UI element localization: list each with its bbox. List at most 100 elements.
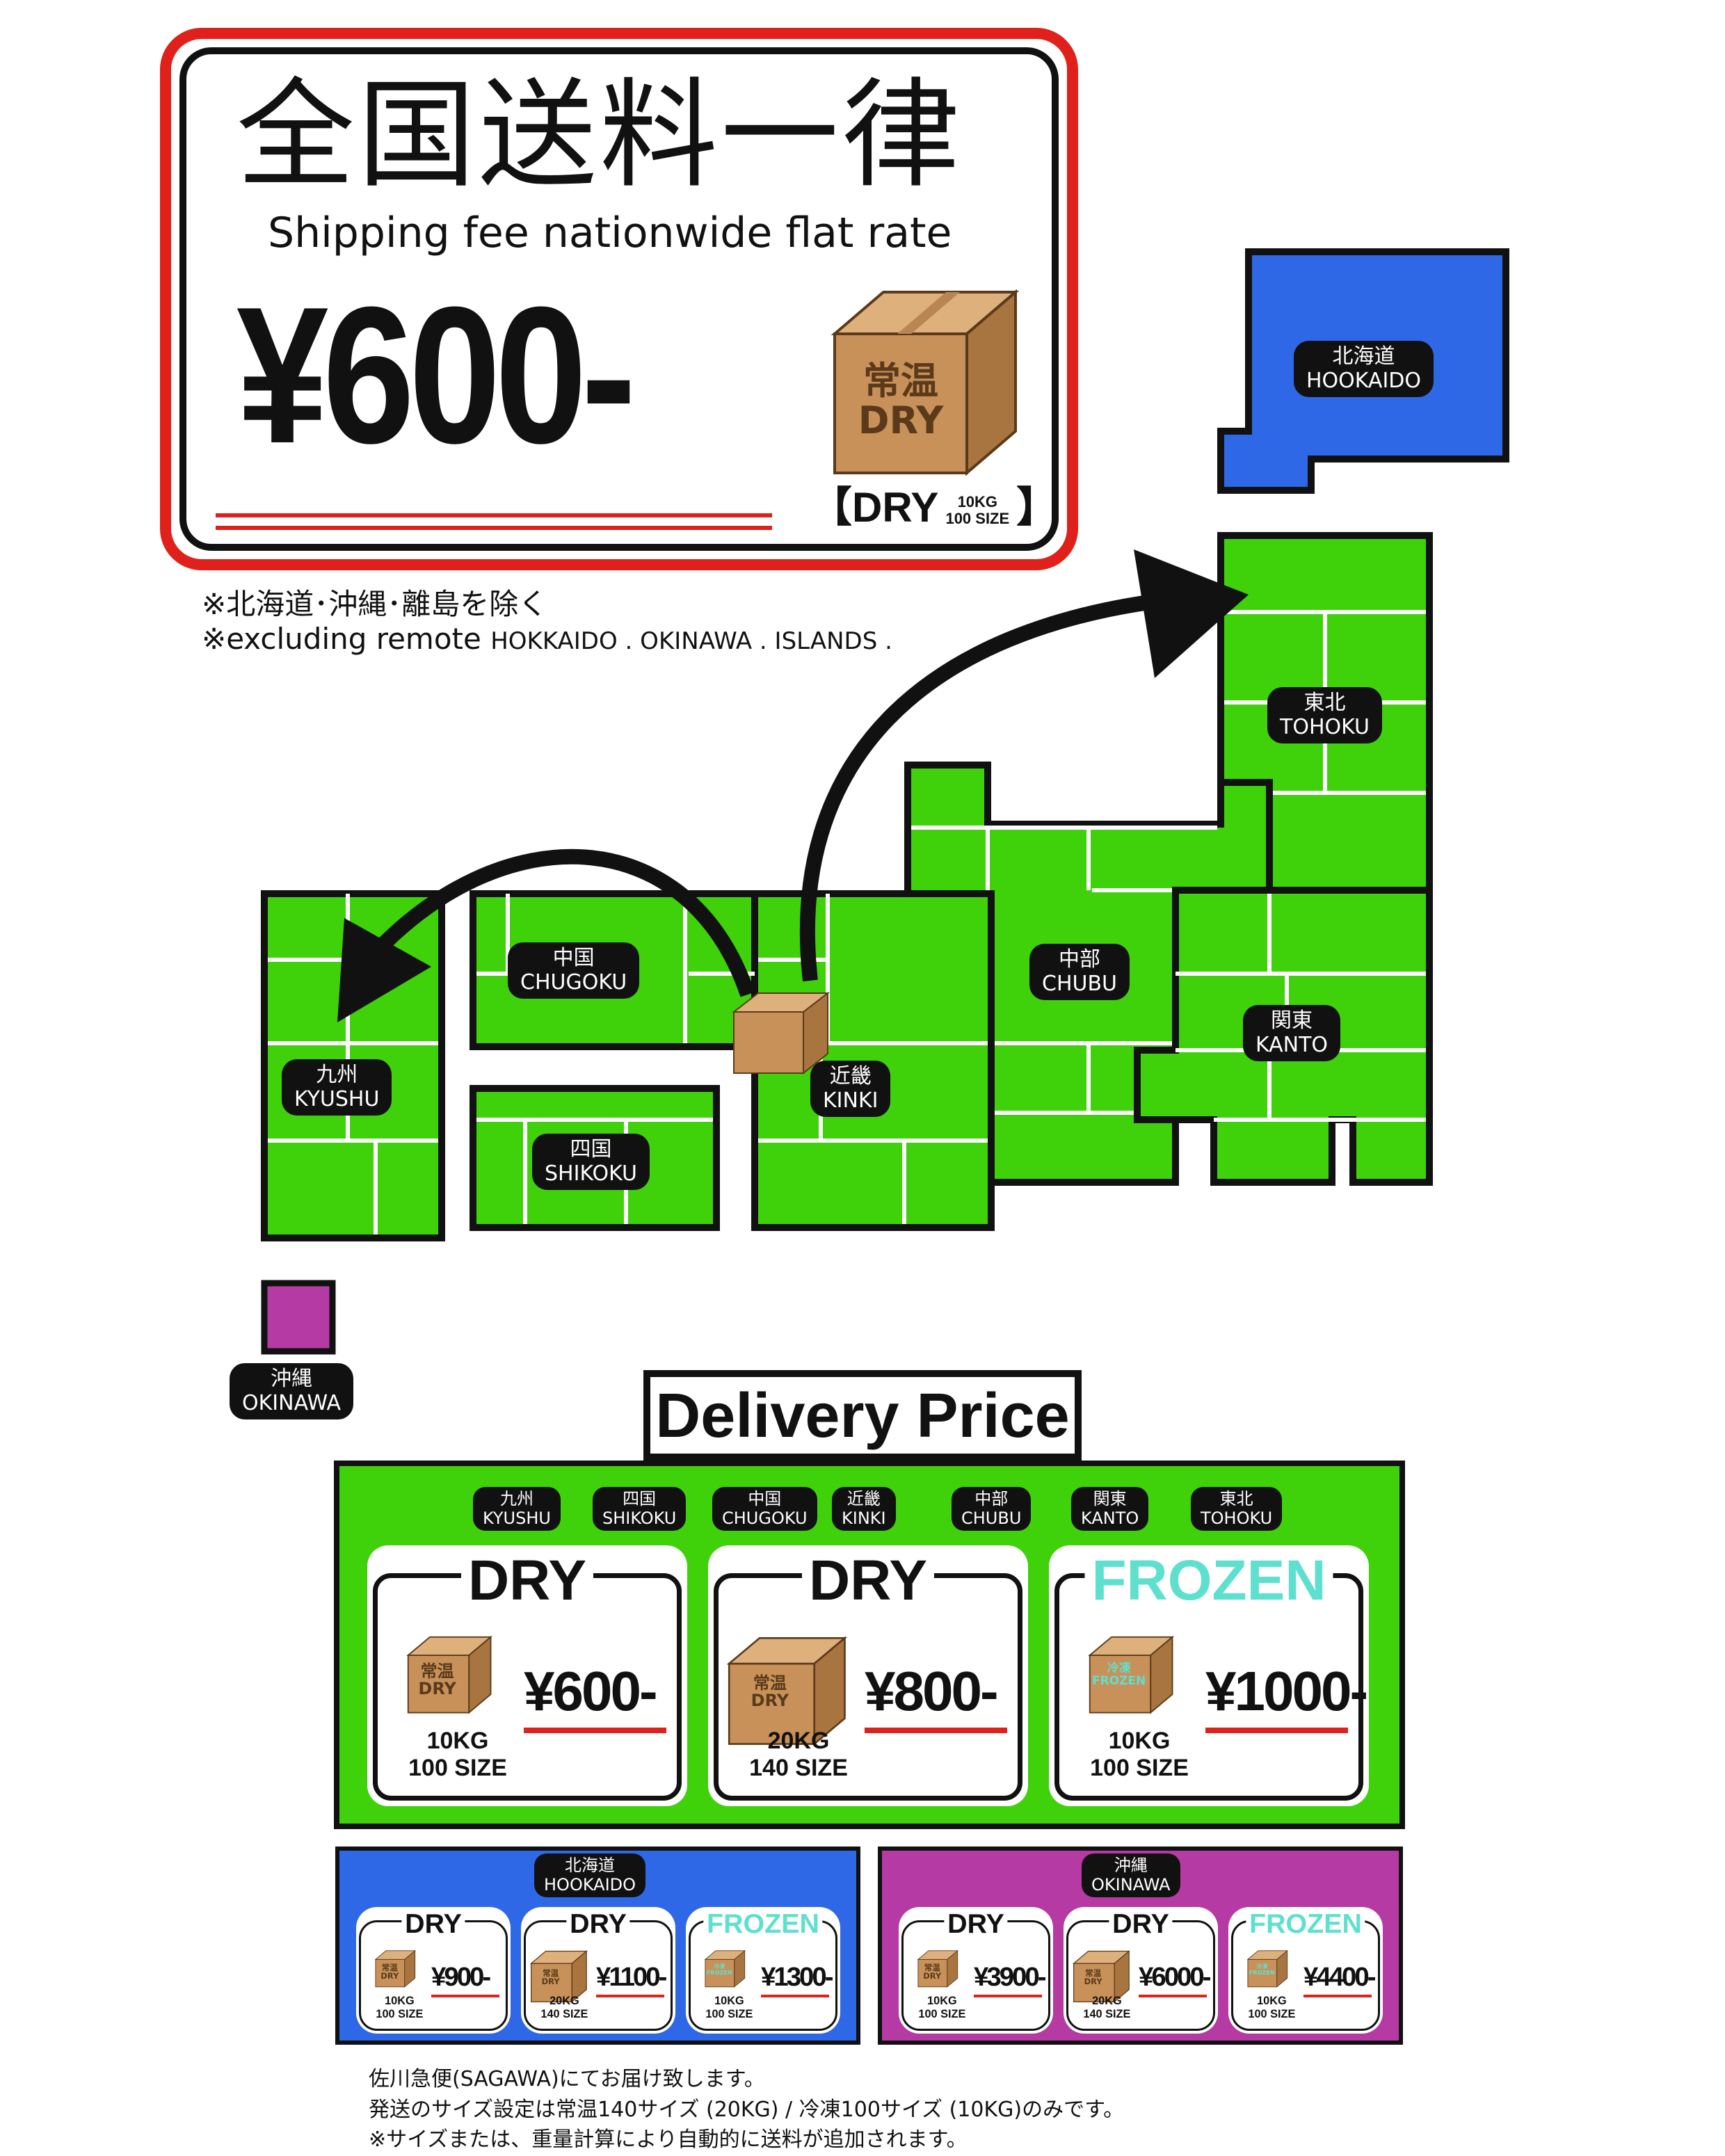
price-underline-2 — [216, 526, 772, 530]
footer-line-1: 佐川急便(SAGAWA)にてお届け致します。 — [369, 2067, 765, 2091]
japan-map — [261, 248, 1509, 1355]
price-underline — [761, 1994, 830, 1997]
exclusion-note-jp: ※北海道･沖縄･離島を除く — [202, 587, 548, 621]
delivery-price-title: Delivery Price — [655, 1381, 1070, 1451]
price-card-type: FROZEN — [703, 1910, 823, 1938]
arrow-to-tohoku-head — [1134, 549, 1249, 678]
price-underline — [431, 1994, 500, 1997]
price-card-type: DRY — [1109, 1910, 1173, 1938]
price-card-price: ¥1100- — [596, 1961, 667, 1992]
arrow-to-kyushu-head — [337, 918, 431, 1022]
price-card-type: DRY — [460, 1552, 594, 1609]
page-subtitle: Shipping fee nationwide flat rate — [268, 209, 952, 257]
price-underline — [865, 1728, 1007, 1733]
price-underline — [1139, 1994, 1208, 1997]
delivery-price-title-box — [643, 1370, 1082, 1461]
price-card-price: ¥6000- — [1139, 1961, 1212, 1992]
footer-notes: 佐川急便(SAGAWA)にてお届け致します。 発送のサイズ設定は常温140サイズ… — [369, 2064, 1124, 2155]
arrow-to-tohoku — [800, 590, 1184, 982]
price-underline — [596, 1994, 665, 1997]
price-underline-1 — [216, 513, 772, 517]
map-box-icon — [730, 991, 831, 1077]
okinawa-region — [261, 1280, 336, 1355]
price-card-price: ¥3900- — [974, 1961, 1047, 1992]
price-card-price: ¥1000- — [1205, 1660, 1368, 1722]
price-card-type: DRY — [566, 1910, 630, 1938]
footer-line-2: 発送のサイズ設定は常温140サイズ (20KG) / 冷凍100サイズ (10K… — [369, 2097, 1125, 2122]
page-title: 全国送料一律 — [236, 67, 963, 204]
exclusion-note-en: ※excluding remote HOKKAIDO . OKINAWA . I… — [202, 622, 892, 656]
price-underline — [1205, 1728, 1348, 1733]
price-card-type: DRY — [401, 1910, 465, 1938]
price-card-price: ¥4400- — [1303, 1961, 1377, 1992]
price-card-type: DRY — [944, 1910, 1008, 1938]
price-underline — [1303, 1994, 1372, 1997]
price-card-price: ¥800- — [865, 1660, 999, 1722]
price-underline — [524, 1728, 666, 1733]
footer-line-3: ※サイズまたは、重量計算により自動的に送料が追加されます。 — [369, 2127, 968, 2152]
price-card-price: ¥1300- — [761, 1961, 834, 1992]
price-card-type: FROZEN — [1246, 1910, 1365, 1938]
arrow-to-kyushu — [362, 848, 755, 997]
flat-rate-price: ¥600- — [236, 267, 636, 484]
price-card-price: ¥900- — [431, 1961, 491, 1992]
price-card-type: DRY — [801, 1552, 935, 1609]
price-underline — [974, 1994, 1043, 1997]
